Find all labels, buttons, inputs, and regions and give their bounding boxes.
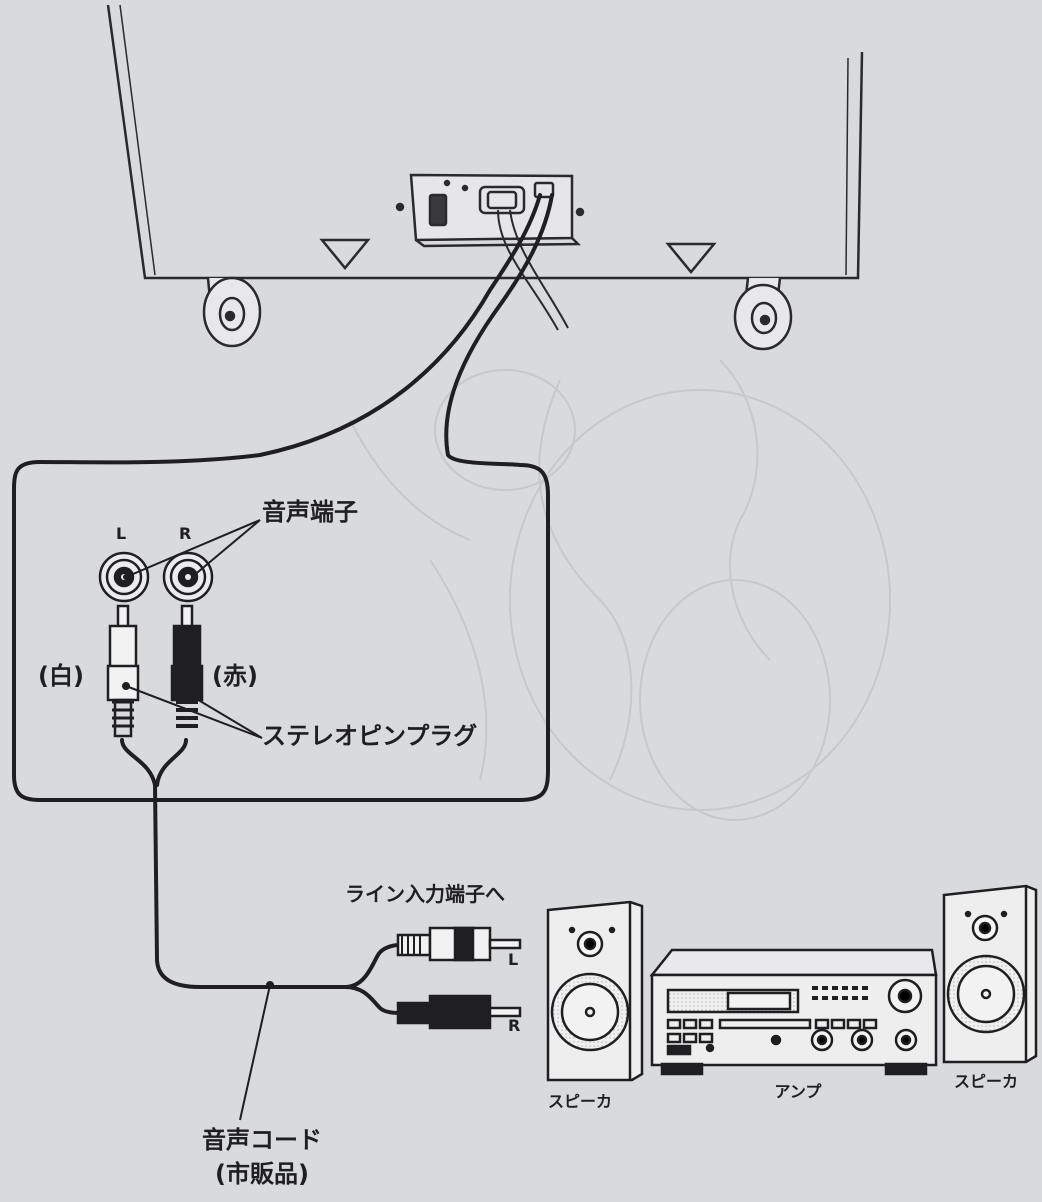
inset-detail-box (12, 460, 550, 802)
speaker-left-label: スピーカ (547, 1092, 613, 1111)
plug-r-label: R (508, 1016, 521, 1035)
speaker-left (546, 900, 644, 1082)
rca-plug-white (106, 604, 140, 738)
caster-right (733, 277, 793, 351)
audio-cord (120, 738, 402, 1015)
leader-cable (38, 193, 554, 467)
rca-plug-red (170, 604, 204, 728)
audio-cord-label: 音声コード (202, 1126, 322, 1154)
rca-jack-right (162, 551, 214, 603)
rear-connector-panel (395, 173, 585, 248)
amplifier (649, 948, 938, 1076)
plug-l-label: L (508, 950, 519, 969)
white-plug-label: (白) (38, 662, 84, 690)
audio-terminal-label: 音声端子 (262, 498, 358, 526)
jack-l-label: L (116, 524, 127, 543)
background-ghost-figure (349, 359, 891, 821)
commercial-label: (市販品) (215, 1160, 309, 1188)
callout-stereo-plug (122, 682, 263, 739)
speaker-right-label: スピーカ (953, 1072, 1019, 1091)
line-plug-r (396, 994, 522, 1030)
line-input-label: ライン入力端子へ (345, 882, 505, 906)
callout-audio-cord (239, 981, 274, 1121)
caster-left (202, 276, 262, 348)
callout-audio-terminal (123, 519, 261, 580)
stereo-pin-plug-label: ステレオピンプラグ (262, 722, 478, 750)
red-plug-label: (赤) (212, 662, 258, 690)
line-plug-l (396, 926, 522, 962)
cabinet (106, 4, 864, 331)
jack-r-label: R (179, 524, 192, 543)
speaker-right (942, 884, 1038, 1064)
amplifier-label: アンプ (774, 1082, 822, 1101)
